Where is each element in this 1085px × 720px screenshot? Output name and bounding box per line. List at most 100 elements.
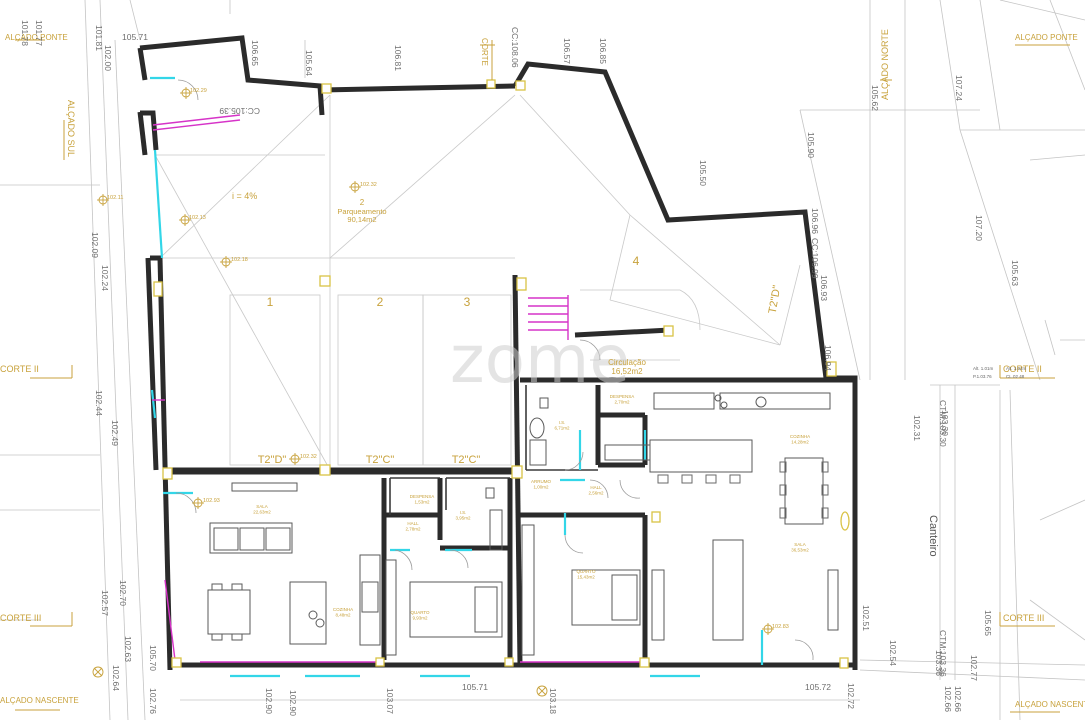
elevation-label: 105.63: [1010, 260, 1020, 286]
parking-bay-number: 1: [267, 295, 274, 309]
street-label: Canteiro: [927, 515, 939, 557]
unit-type-label: T2"D": [767, 284, 784, 314]
elevation-label: 105.70: [148, 645, 158, 671]
circulation-area: 16,52m2: [611, 367, 643, 376]
elevation-label: 105.72: [805, 682, 831, 692]
elevation-label: 106.81: [393, 45, 403, 71]
elevation-label: 103.36: [934, 650, 944, 676]
elevation-label: 105.65: [983, 610, 993, 636]
watermark-text: zome: [450, 321, 630, 398]
elevation-label: CTM:103.30: [938, 400, 948, 447]
room-name-despensa-left: DESPENSA: [410, 494, 435, 499]
spot-level-label: 102.11: [107, 195, 123, 201]
elevation-label: 102.51: [861, 605, 871, 631]
elevation-label: 103.18: [548, 688, 558, 714]
parking-bay-number: 2: [377, 295, 384, 309]
room-area-sala-left: 22,63m2: [253, 510, 271, 515]
structural-columns: [153, 79, 850, 669]
room-area-hall-left: 2,78m2: [405, 527, 421, 532]
section-mark-corte-ii-left: CORTE II: [0, 364, 39, 374]
section-mark-alcado-nascente-right: ALÇADO NASCENTE: [1015, 700, 1085, 709]
interior-thin-walls: [389, 385, 598, 515]
section-mark-corte-top: CORTE: [480, 38, 489, 66]
room-name-is-left: I.S.: [460, 510, 467, 515]
parking-name: Parqueamento: [337, 207, 386, 216]
room-area-sala-right: 36,53m2: [791, 548, 809, 553]
parking-number: 2: [360, 198, 365, 207]
furniture: [207, 392, 839, 656]
elevation-label: 105.90: [806, 132, 816, 158]
elevation-label: 102.54: [888, 640, 898, 666]
elevation-label: 105.71: [462, 682, 488, 692]
small-note: P.1.03.76: [973, 374, 992, 379]
elevation-label: 102.09: [90, 232, 100, 258]
elevation-label: CC:106.99: [810, 238, 820, 279]
elevation-label: 102.57: [100, 590, 110, 616]
elevation-label: 101.78: [20, 20, 30, 46]
kitchen-stools: [657, 461, 829, 519]
elevation-label: 102.31: [912, 415, 922, 441]
elevation-label: 106.57: [562, 38, 572, 64]
elevation-label: 102.72: [846, 683, 856, 709]
parking-area: 90,14m2: [347, 215, 376, 224]
section-mark-lines: [15, 39, 1070, 713]
elevation-label: 102.66: [953, 686, 963, 712]
unit-type-label: T2"C": [366, 454, 395, 466]
elevation-label: 103.30: [940, 410, 950, 436]
section-mark-corte-iii-left: CORTE III: [0, 613, 41, 623]
elevation-label: 102.90: [264, 688, 274, 714]
room-name-sala-left: SALA: [256, 504, 268, 509]
spot-level-label: 102.18: [231, 257, 248, 263]
room-area-hall-right: 2,56m2: [588, 491, 604, 496]
windows: [150, 76, 764, 678]
room-area-arrumo: 1,00m2: [533, 485, 549, 490]
small-note: CL.02.48: [1006, 374, 1025, 379]
room-area-cozinha-left: 8,48m2: [335, 613, 351, 618]
elevation-label: 102.76: [148, 688, 158, 714]
elevation-label: 102.64: [111, 665, 121, 691]
door-swings: [175, 79, 814, 661]
section-mark-alcado-poente-right: ALÇADO PONTE: [1015, 33, 1078, 42]
zone-4-label: 4: [633, 254, 640, 268]
spot-level-label: 102.93: [203, 498, 220, 504]
elevation-label: 102.66: [943, 686, 953, 712]
room-name-hall-right: HALL: [590, 485, 602, 490]
spot-level-label: 102.13: [189, 215, 206, 221]
elevation-label: 105.64: [304, 50, 314, 76]
slope-label: i = 4%: [232, 191, 257, 201]
elevation-label: 106.65: [250, 40, 260, 66]
stair-magenta: [152, 114, 640, 663]
room-area-is-right: 6,71m2: [554, 426, 570, 431]
room-name-despensa-right: DESPENSA: [610, 394, 635, 399]
unit-type-label: T2"C": [452, 454, 481, 466]
elevation-label: 102.44: [94, 390, 104, 416]
section-mark-alcado-sul: ALÇADO SUL: [66, 100, 76, 157]
elevation-label: 102.00: [103, 45, 113, 71]
unit-type-label: T2"D": [258, 454, 287, 466]
section-mark-corte-iii-right: CORTE III: [1003, 613, 1044, 623]
spot-level-label: 102.83: [772, 624, 789, 630]
section-mark-alcado-norte: ALÇADO NORTE: [880, 29, 890, 100]
spot-level-label: 102.29: [190, 88, 207, 94]
room-area-is-left: 3,95m2: [455, 516, 471, 521]
elevation-label: 106.93: [819, 275, 829, 301]
elevation-label: 102.24: [100, 265, 110, 291]
room-name-arrumo: ARRUMO: [531, 479, 551, 484]
room-area-despensa-left: 1,53m2: [414, 500, 430, 505]
elevation-label: 107.24: [954, 75, 964, 101]
parking-guides: [154, 94, 801, 471]
small-note: Alt. 1.01m: [1006, 366, 1027, 371]
elevation-label: 105.50: [698, 160, 708, 186]
elevation-label: CC:108.06: [510, 27, 520, 68]
spot-level-label: 102.32: [300, 454, 317, 460]
room-area-quarto-left: 9,93m2: [412, 616, 428, 621]
section-mark-alcado-nascente-left: ALÇADO NASCENTE: [0, 696, 79, 705]
elevation-label: CC:105.39: [219, 106, 260, 116]
elevation-label: 106.96: [810, 208, 820, 234]
elevation-label: 102.90: [288, 690, 298, 716]
small-note: Alt. 1.01m: [973, 366, 994, 371]
elevation-label: 103.07: [385, 688, 395, 714]
section-mark-corte-ii-right: CORTE II: [1003, 364, 1042, 374]
